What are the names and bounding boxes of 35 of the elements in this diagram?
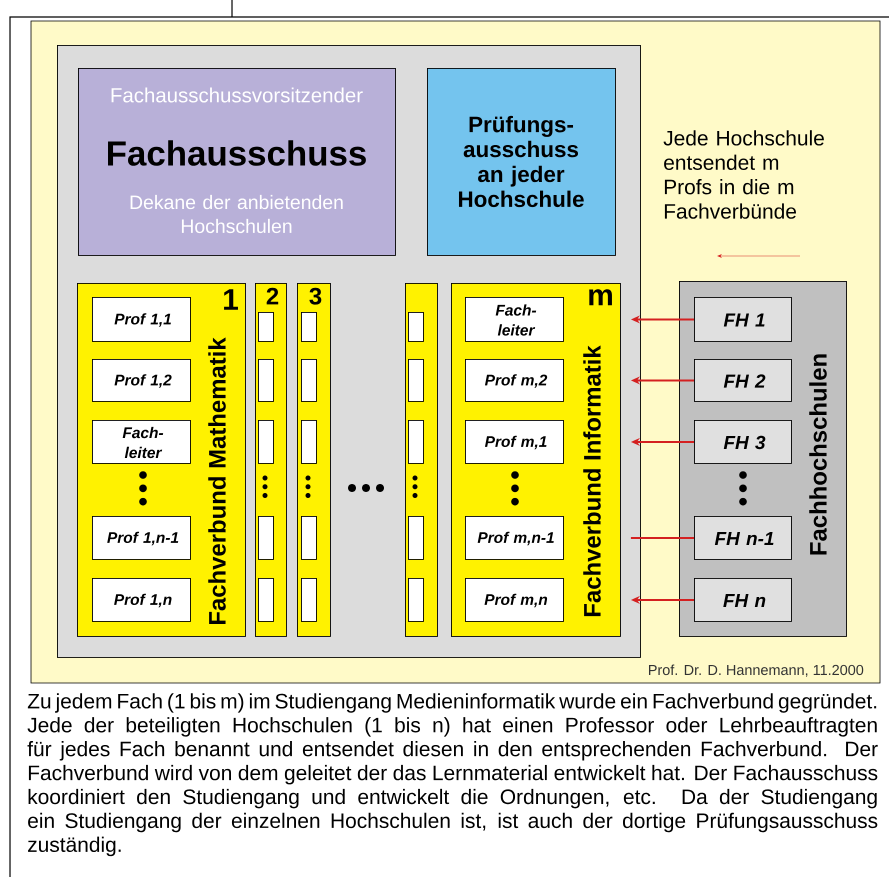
empty-box — [301, 420, 317, 464]
member-box: Prof 1,1 — [92, 297, 191, 342]
member-box: Prof m,2 — [465, 359, 564, 402]
committee-box: Fachausschussvorsitzender Fachausschuss Dekane der anbietenden Hochschulen — [78, 68, 396, 256]
member-box: Fach- leiter — [92, 420, 191, 464]
member-box: Prof 1,n-1 — [92, 516, 191, 560]
empty-box — [258, 420, 274, 464]
empty-box — [408, 359, 424, 402]
school-box: FH n — [694, 578, 792, 622]
school-box: FH 2 — [694, 359, 792, 402]
empty-box — [408, 420, 424, 464]
empty-box — [408, 578, 424, 622]
empty-box — [301, 516, 317, 560]
committee-box: Prüfungs- ausschuss an jeder Hochschule — [427, 68, 616, 256]
school-box: FH 3 — [694, 420, 792, 464]
empty-box — [258, 312, 274, 342]
empty-box — [301, 359, 317, 402]
empty-box — [258, 516, 274, 560]
empty-box — [301, 312, 317, 342]
caption-text: Zu jedem Fach (1 bis m) im Studiengang Medieninformatik wurde ein Fachverbund gegründet. Jede der beteiligten Hochschulen (1 bis n) hat einen Professor oder Lehrbeauftragten für jedes Fach benannt und entsendet diesen in den entsprechenden Fachverbund. Der Fachverbund wird von dem geleitet der das Lernmaterial entwickelt hat. Der Fachausschuss koordiniert den Studiengang und entwickelt die Ordnungen, etc. Da der Studiengang ein Studiengang der einzelnen Hochschulen ist, ist auch der dortige Prüfungsausschuss zuständig. — [28, 693, 878, 856]
member-box: Prof 1,n — [92, 578, 191, 622]
empty-box — [301, 578, 317, 622]
member-box: Prof m,n — [465, 578, 564, 622]
member-box: Prof m,n-1 — [465, 516, 564, 560]
empty-box — [258, 359, 274, 402]
empty-box — [408, 312, 424, 342]
member-box: Prof m,1 — [465, 420, 564, 464]
school-box: FH 1 — [694, 297, 792, 342]
credit-text: Prof. Dr. D. Hannemann, 11.2000 — [648, 664, 864, 677]
note-text: Jede Hochschule entsendet m Profs in die m Fachverbünde — [664, 130, 824, 219]
member-box: Fach- leiter — [465, 297, 564, 342]
member-box: Prof 1,2 — [92, 359, 191, 402]
empty-box — [408, 516, 424, 560]
empty-box — [258, 578, 274, 622]
school-box: FH n-1 — [694, 516, 792, 560]
